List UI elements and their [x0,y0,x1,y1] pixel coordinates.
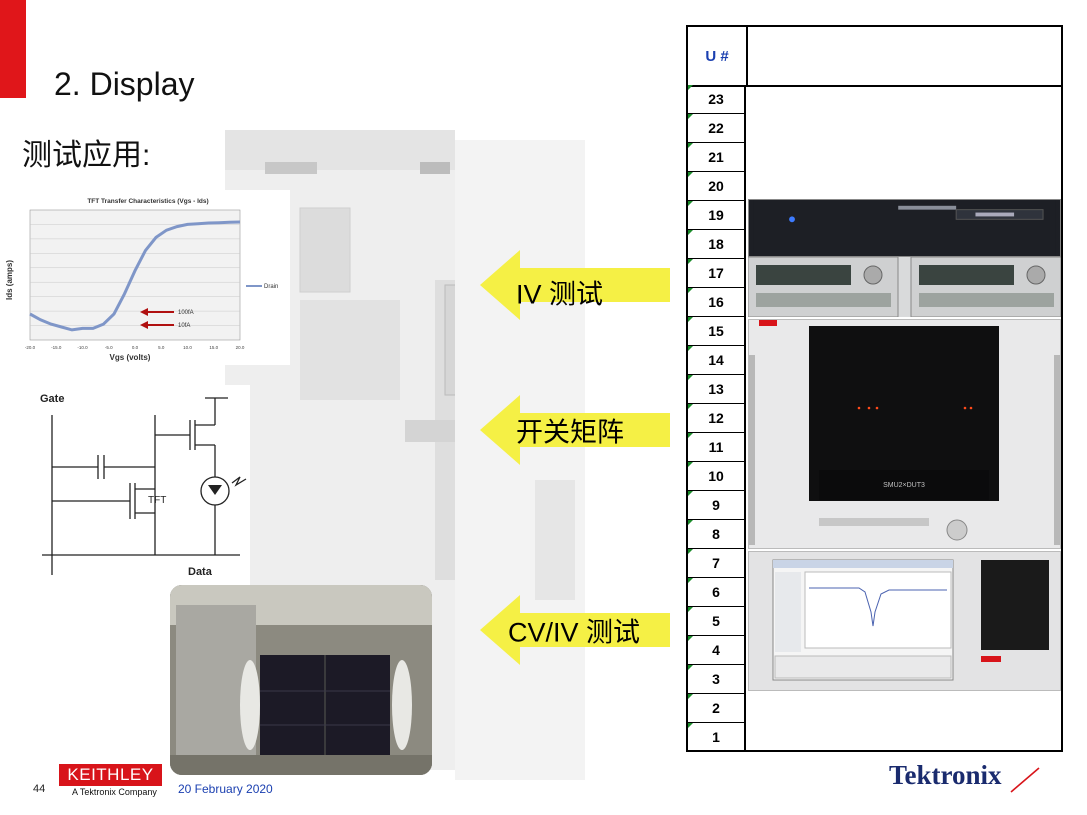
switch-matrix-callout: 开关矩阵 [480,395,670,465]
x-tick-label: 20.0 [236,345,245,350]
rack-unit-row: 7 [688,549,746,578]
gate-label: Gate [40,393,64,405]
rack-unit-row: 15 [688,317,746,346]
iv-test-callout: IV 测试 [480,250,670,320]
legend-label: Drain [264,284,278,290]
switch-matrix-panel: SMU2×DUT3 [749,320,1060,545]
keithley-tagline: A Tektronix Company [72,787,157,797]
rack-unit-row: 17 [688,259,746,288]
switch-matrix-label: 开关矩阵 [516,417,624,448]
rack-unit-row: 2 [688,694,746,723]
rack-unit-row: 6 [688,578,746,607]
rack-unit-row: 3 [688,665,746,694]
x-tick-label: -5.0 [105,345,113,350]
rack-unit-row: 14 [688,346,746,375]
switch-matrix-unit: SMU2×DUT3 [748,319,1061,549]
left-arrow-icon [480,250,670,320]
arrow-head-icon [140,321,148,329]
rack-header: U # [688,27,1061,87]
cv-analyzer-unit [748,551,1061,691]
annotation-10fa: 10fA [178,323,190,329]
series-line-drain [29,220,241,332]
circuit-wires [42,397,247,575]
rack-unit-row: 23 [688,85,746,114]
rack-unit-row: 12 [688,404,746,433]
slide-subtitle: 测试应用: [22,139,151,172]
x-tick-label: -10.0 [77,345,88,350]
led-icon [208,485,222,495]
x-tick-label: -15.0 [51,345,62,350]
cv-analyzer-panel [772,559,1049,681]
rack-unit-row: 21 [688,143,746,172]
plot-area [29,209,241,341]
y-axis-label: Ids (amps) [5,260,14,300]
rack-unit-row: 20 [688,172,746,201]
accent-bar [0,0,26,98]
iv-test-label: IV 测试 [516,279,604,310]
rack-unit-row: 16 [688,288,746,317]
annotation-100fa: 100fA [178,310,194,316]
rack-unit-row: 22 [688,114,746,143]
rack-unit-row: 9 [688,491,746,520]
rack-unit-row: 19 [688,201,746,230]
source-meter-units [748,257,1061,317]
rack-unit-row: 13 [688,375,746,404]
tektronix-logo: Tektronix [889,760,1040,793]
x-tick-label: 5.0 [158,345,165,350]
x-tick-label: 10.0 [183,345,192,350]
arrow-head-icon [140,308,148,316]
cviv-test-label: CV/IV 测试 [508,617,641,648]
rack-pc-unit [748,199,1061,257]
slide-date: 20 February 2020 [178,782,273,796]
keithley-logo: KEITHLEY [59,764,162,786]
rack-unit-row: 8 [688,520,746,549]
slide-title: 2. Display [54,66,195,102]
x-tick-label: 15.0 [209,345,218,350]
left-arrow-icon [480,395,670,465]
rack-instrument-area: SMU2×DUT3 [748,85,1061,752]
x-tick-label: -20.0 [25,345,36,350]
rack-unit-row: 1 [688,723,746,752]
tft-transfer-chart: TFT Transfer Characteristics (Vgs - Ids)… [0,190,290,365]
matrix-display-text: SMU2×DUT3 [883,482,925,489]
rack-unit-row: 18 [688,230,746,259]
rack-unit-row: 11 [688,433,746,462]
rack-unit-row: 4 [688,636,746,665]
tektronix-wordmark: Tektronix [889,760,1002,790]
data-label: Data [188,566,213,578]
page-number: 44 [33,783,46,795]
rack-unit-row: 10 [688,462,746,491]
rack-unit-header: U # [688,27,748,85]
panel-photo [170,585,432,775]
x-tick-label: 0.0 [132,345,139,350]
left-arrow-icon [480,595,670,665]
rack-unit-row: 5 [688,607,746,636]
x-tick-labels: -20.0 -15.0 -10.0 -5.0 0.0 5.0 10.0 15.0 20.0 [25,345,245,350]
pixel-circuit-diagram: Gate Data TFT [0,385,250,585]
chart-title: TFT Transfer Characteristics (Vgs - Ids) [87,198,208,205]
cviv-test-callout: CV/IV 测试 [480,595,670,665]
x-axis-label: Vgs (volts) [110,353,151,362]
tektronix-swoosh-icon [1010,767,1040,793]
tft-label: TFT [148,495,166,506]
